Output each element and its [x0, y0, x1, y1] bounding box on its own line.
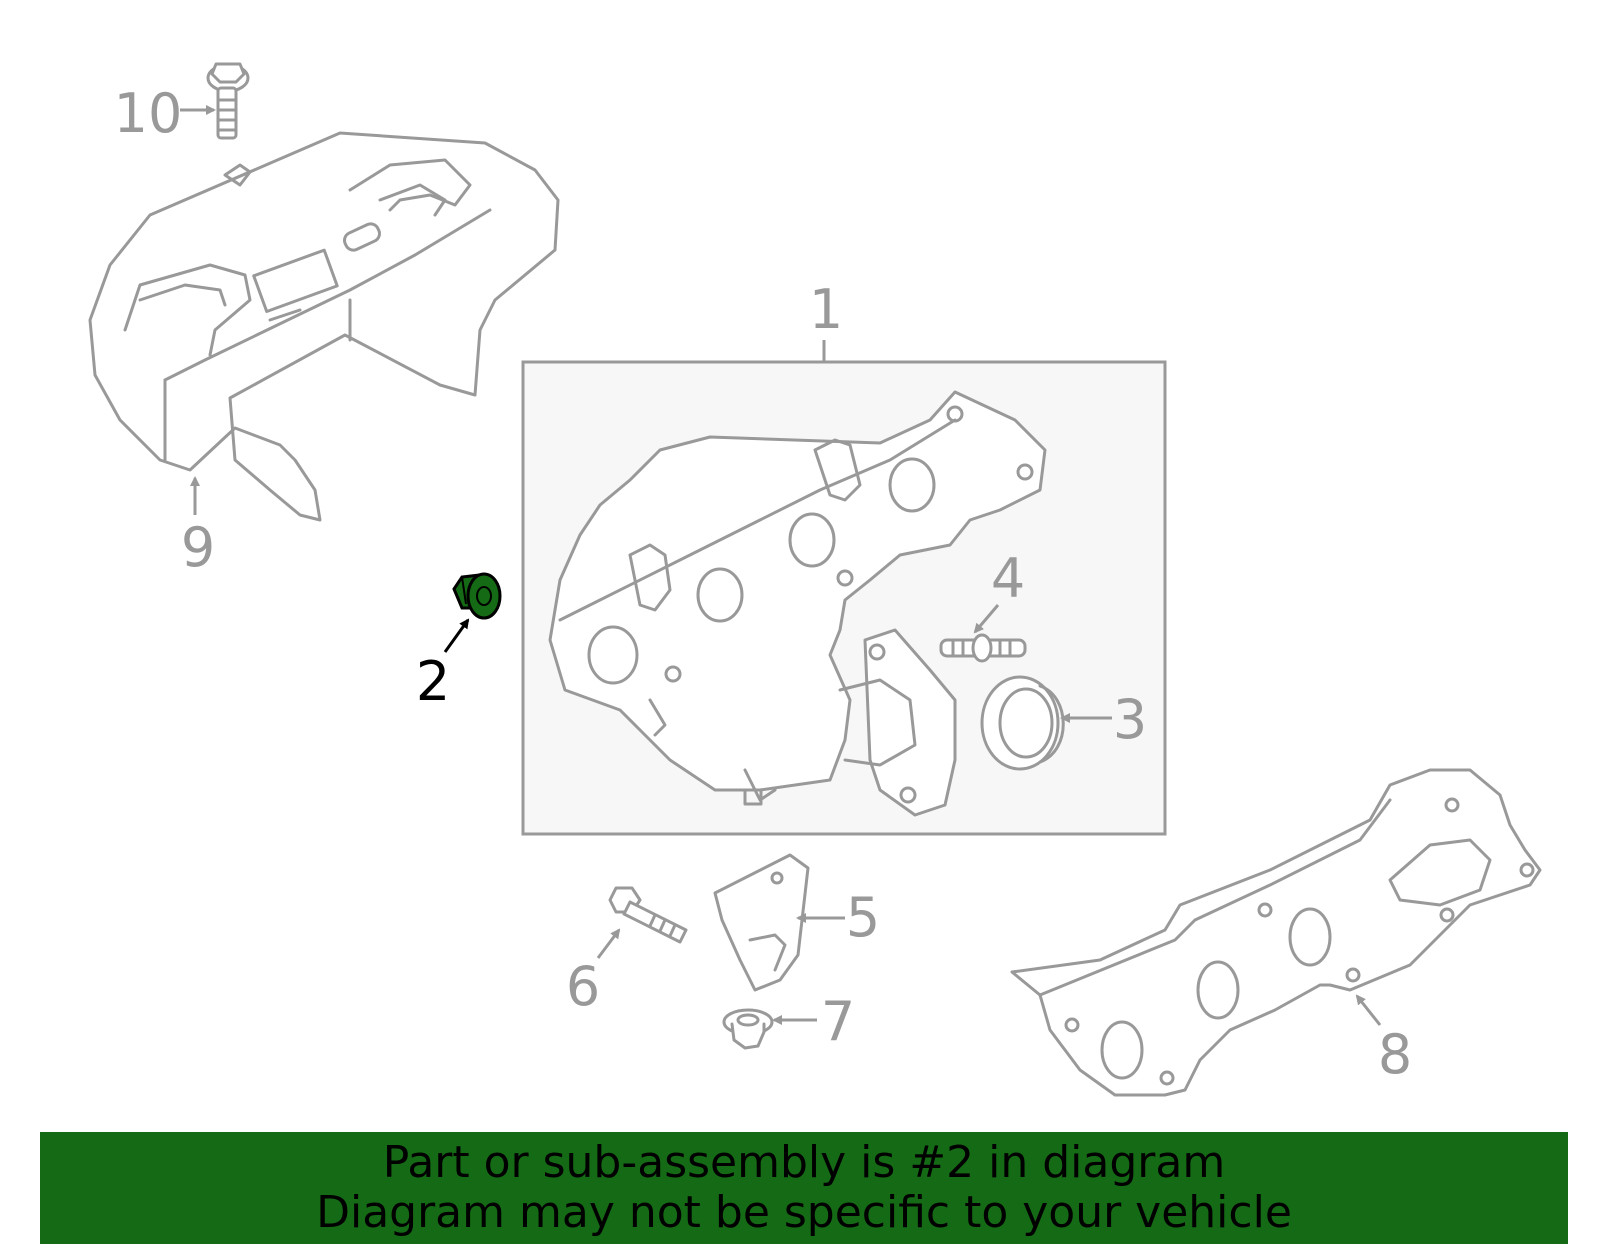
bolt-part-6[interactable] [608, 886, 688, 944]
callout-number-4: 4 [991, 547, 1025, 610]
callout-number-6: 6 [566, 955, 600, 1018]
banner-line-disclaimer: Diagram may not be specific to your vehi… [316, 1187, 1292, 1238]
stud-part-4[interactable] [939, 633, 1027, 663]
leader-line-2 [443, 618, 470, 653]
bracket-part-5[interactable] [713, 853, 810, 992]
callout-number-1: 1 [809, 278, 843, 341]
leader-line-8 [1355, 994, 1382, 1026]
callout-number-9: 9 [181, 516, 215, 579]
nut-part-2-highlighted[interactable] [452, 572, 502, 620]
banner-line-part-number: Part or sub-assembly is #2 in diagram [382, 1137, 1226, 1188]
flange-nut-part-7[interactable] [722, 1008, 774, 1050]
leader-line-6 [596, 928, 621, 959]
callout-number-2: 2 [416, 650, 450, 713]
callout-number-7: 7 [821, 990, 855, 1053]
gasket-ring-part-3[interactable] [980, 675, 1065, 771]
callout-number-5: 5 [846, 886, 880, 949]
leader-line-4 [973, 604, 1000, 634]
exhaust-manifold-part-1[interactable] [548, 390, 1047, 817]
callout-number-10: 10 [114, 82, 183, 145]
heat-shield-part-9[interactable] [88, 131, 560, 522]
manifold-gasket-part-8[interactable] [1010, 768, 1542, 1097]
callout-number-3: 3 [1113, 688, 1147, 751]
bolt-part-10[interactable] [206, 62, 250, 140]
callout-number-8: 8 [1378, 1023, 1412, 1086]
part-info-banner: Part or sub-assembly is #2 in diagram Di… [40, 1132, 1568, 1244]
